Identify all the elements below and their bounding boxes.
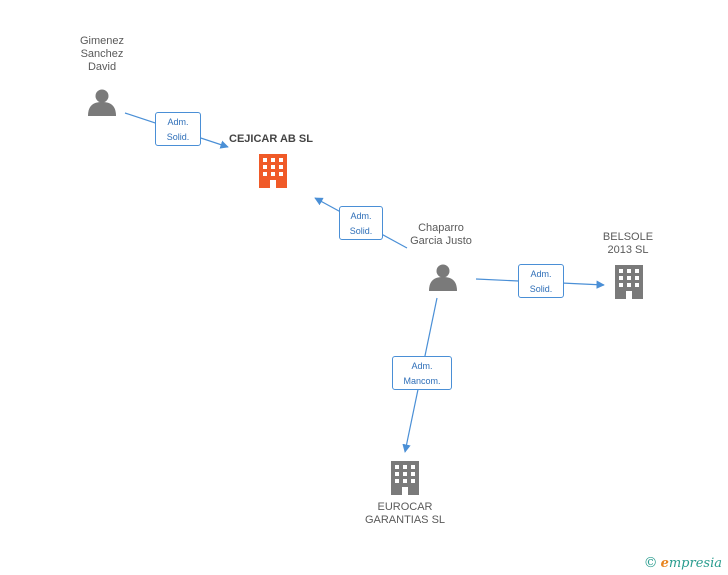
edge-label-type: Mancom. [403, 376, 441, 386]
edge-label-role: Adm. [530, 269, 552, 279]
edge-label-chaparro-to-cejicar[interactable]: Adm. Solid. [339, 206, 383, 240]
node-label-chaparro[interactable]: Chaparro Garcia Justo [410, 222, 472, 247]
node-label-belsole[interactable]: BELSOLE 2013 SL [602, 231, 654, 256]
brand-name: mpresia [668, 556, 722, 571]
building-icon-eurocar[interactable] [391, 461, 419, 495]
copyright-icon: © [643, 555, 658, 571]
edge-label-type: Solid. [166, 132, 190, 142]
edge-label-chaparro-to-eurocar[interactable]: Adm. Mancom. [392, 356, 452, 390]
edge-label-role: Adm. [350, 211, 372, 221]
node-label-cejicar[interactable]: CEJICAR AB SL [229, 133, 313, 145]
edge-label-gimenez-to-cejicar[interactable]: Adm. Solid. [155, 112, 201, 146]
edge-label-type: Solid. [529, 284, 553, 294]
edge-label-type: Solid. [349, 226, 373, 236]
node-label-gimenez[interactable]: Gimenez Sanchez David [79, 35, 125, 73]
edge-label-role: Adm. [167, 117, 189, 127]
edge-label-chaparro-to-belsole[interactable]: Adm. Solid. [518, 264, 564, 298]
building-icon-belsole[interactable] [615, 265, 643, 299]
person-icon-gimenez[interactable] [88, 89, 116, 117]
copyright-notice[interactable]: ©empresia [644, 555, 722, 571]
building-icon-cejicar[interactable] [259, 154, 287, 188]
node-label-eurocar[interactable]: EUROCAR GARANTIAS SL [364, 501, 446, 526]
person-icon-chaparro[interactable] [429, 264, 457, 292]
edge-label-role: Adm. [411, 361, 433, 371]
brand-initial: e [660, 556, 669, 571]
